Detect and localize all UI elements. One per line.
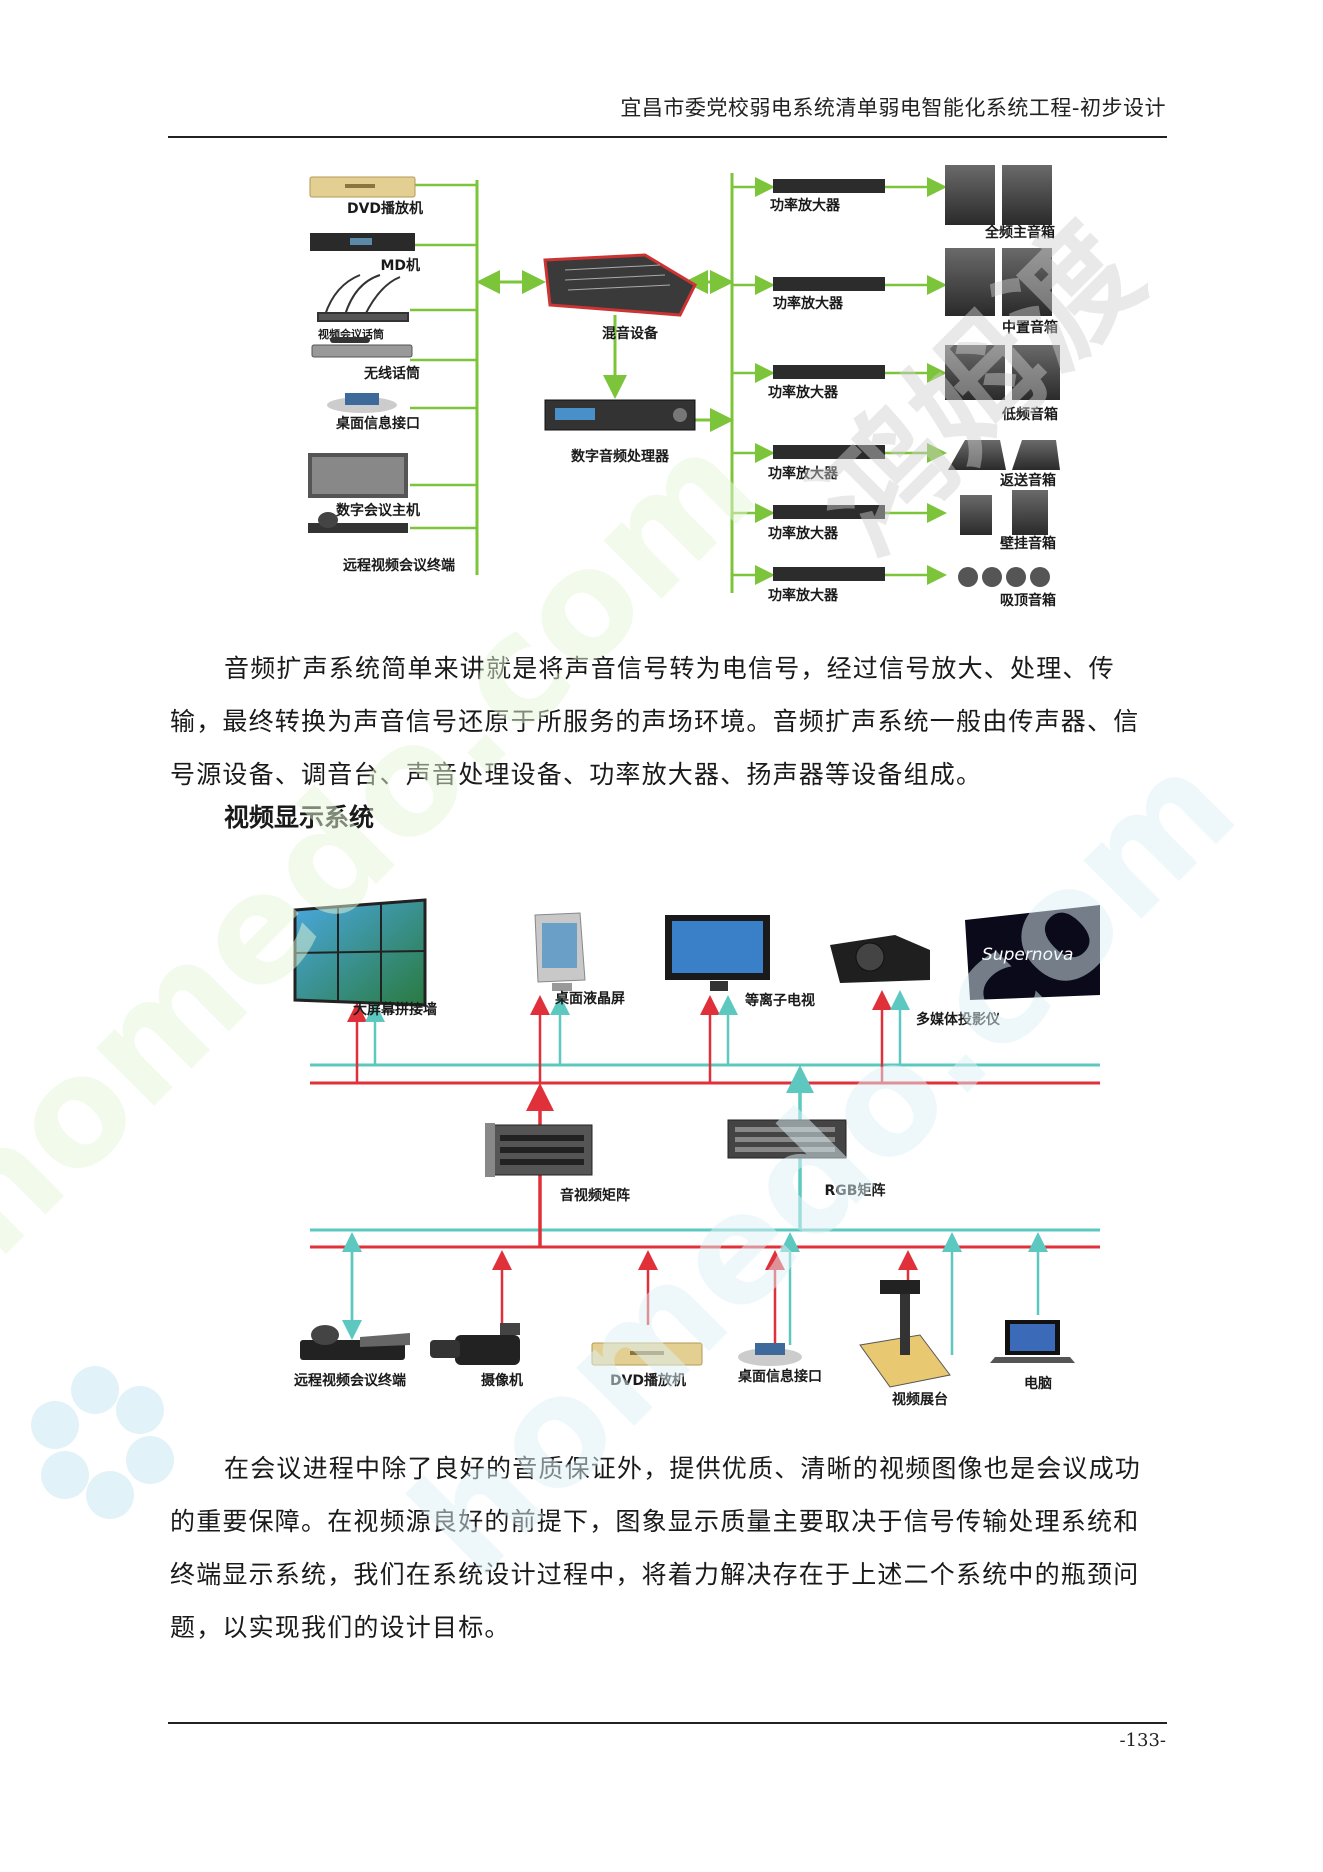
running-header: 宜昌市委党校弱电系统清单弱电智能化系统工程-初步设计 xyxy=(620,96,1166,120)
source-camcorder xyxy=(430,1323,520,1365)
paragraph-line: 输，最终转换为声音信号还原于所服务的声场环境。音频扩声系统一般由传声器、信 xyxy=(170,707,1140,736)
audio-system-diagram: DVD播放机 MD机 视频会议话筒 无线话筒 桌面信息接口 数字会议主机 远程视… xyxy=(308,165,1060,609)
matrix-label-rgb: RGB矩阵 xyxy=(825,1182,886,1199)
processor-label: 数字音频处理器 xyxy=(571,448,670,465)
source-video-terminal xyxy=(308,512,408,533)
source-desktop-interface-video xyxy=(738,1343,802,1366)
source-dvd-player-video xyxy=(591,1342,703,1366)
speaker-label-subwoofer: 低频音箱 xyxy=(1001,406,1058,423)
speaker-monitor xyxy=(948,440,1060,470)
amp-row-6: 功率放大器 xyxy=(732,565,947,604)
display-plasma-tv xyxy=(665,915,770,991)
mixer-device xyxy=(543,253,697,317)
source-dvd-player xyxy=(309,176,416,198)
paragraph-line: 号源设备、调音台、声音处理设备、功率放大器、扬声器等设备组成。 xyxy=(170,760,983,789)
paragraph-line: 的重要保障。在视频源良好的前提下，图象显示质量主要取决于信号传输处理系统和 xyxy=(170,1507,1140,1536)
video-source-label-camcorder: 摄像机 xyxy=(481,1372,523,1389)
speaker-wall-mount xyxy=(960,490,1048,535)
amp-label: 功率放大器 xyxy=(770,197,841,214)
display-label-desktop-lcd: 桌面液晶屏 xyxy=(555,990,625,1007)
source-label-dvd: DVD播放机 xyxy=(347,200,423,217)
section-heading: 视频显示系统 xyxy=(224,803,375,832)
source-conference-mics xyxy=(317,274,409,322)
source-md-player xyxy=(310,233,415,251)
display-label-plasma-tv: 等离子电视 xyxy=(745,992,815,1009)
footer-rule xyxy=(168,1722,1167,1724)
amp-row-2: 功率放大器 xyxy=(732,275,947,312)
source-label-conference-host: 数字会议主机 xyxy=(336,502,420,519)
source-wireless-mic xyxy=(311,337,413,358)
rgb-matrix-device xyxy=(727,1119,847,1159)
paragraph-audio-description: 音频扩声系统简单来讲就是将声音信号转为电信号，经过信号放大、处理、传 输，最终转… xyxy=(170,642,1167,801)
speaker-label-wall-mount: 壁挂音箱 xyxy=(1000,535,1056,552)
paragraph-line: 终端显示系统，我们在系统设计过程中，将着力解决存在于上述二个系统中的瓶颈问 xyxy=(170,1560,1140,1589)
speaker-label-center: 中置音箱 xyxy=(1002,319,1058,336)
digital-audio-processor xyxy=(544,399,696,431)
speaker-ceiling xyxy=(958,567,1050,587)
speaker-subwoofer xyxy=(945,345,1060,400)
video-system-diagram: 大屏幕拼接墙 桌面液晶屏 等离子电视 Supernova 多媒体投影仪 音视频矩… xyxy=(293,898,1100,1408)
display-video-wall xyxy=(293,898,427,1007)
source-desktop-interface xyxy=(327,393,397,413)
amp-row-5: 功率放大器 xyxy=(732,503,947,542)
watermark-flower-icon xyxy=(31,1366,174,1519)
paragraph-line: 在会议进程中除了良好的音质保证外，提供优质、清晰的视频图像也是会议成功 xyxy=(224,1454,1142,1483)
page-number: -133- xyxy=(1119,1730,1166,1751)
source-label-video-terminal: 远程视频会议终端 xyxy=(343,557,455,574)
video-source-label-dvd: DVD播放机 xyxy=(610,1372,686,1389)
amp-label: 功率放大器 xyxy=(768,525,839,542)
video-source-label-terminal: 远程视频会议终端 xyxy=(294,1372,406,1389)
speaker-center xyxy=(945,248,1052,316)
matrix-label-av: 音视频矩阵 xyxy=(560,1187,630,1204)
header-rule xyxy=(168,136,1167,138)
display-desktop-lcd xyxy=(534,912,586,991)
speaker-label-full-range: 全频主音箱 xyxy=(984,224,1055,241)
amp-label: 功率放大器 xyxy=(768,587,839,604)
source-label-md: MD机 xyxy=(380,257,420,274)
display-label-video-wall: 大屏幕拼接墙 xyxy=(353,1001,437,1018)
speaker-label-monitor: 返送音箱 xyxy=(1000,472,1056,489)
source-conference-host xyxy=(308,453,408,498)
source-label-desktop-interface: 桌面信息接口 xyxy=(336,415,420,432)
source-label-wireless-mic: 无线话筒 xyxy=(363,365,420,382)
display-label-projector: 多媒体投影仪 xyxy=(916,1011,1001,1028)
av-matrix-device xyxy=(485,1123,593,1177)
amp-label: 功率放大器 xyxy=(768,465,839,482)
amp-row-3: 功率放大器 xyxy=(732,363,947,401)
video-source-label-computer: 电脑 xyxy=(1024,1375,1052,1392)
projector-screen-text: Supernova xyxy=(982,945,1073,965)
speaker-full-range xyxy=(945,165,1052,225)
paragraph-video-description: 在会议进程中除了良好的音质保证外，提供优质、清晰的视频图像也是会议成功 的重要保… xyxy=(170,1442,1167,1654)
paragraph-line: 题，以实现我们的设计目标。 xyxy=(170,1613,511,1642)
amp-label: 功率放大器 xyxy=(768,384,839,401)
video-source-label-document-camera: 视频展台 xyxy=(892,1391,948,1408)
display-projector: Supernova xyxy=(830,905,1100,1000)
speaker-label-ceiling: 吸顶音箱 xyxy=(1000,592,1056,609)
source-video-conference-terminal xyxy=(300,1325,410,1360)
mixer-label: 混音设备 xyxy=(602,325,659,342)
amp-row-4: 功率放大器 xyxy=(732,443,947,482)
amp-row-1: 功率放大器 xyxy=(732,177,947,214)
source-document-camera xyxy=(859,1280,951,1388)
paragraph-line: 音频扩声系统简单来讲就是将声音信号转为电信号，经过信号放大、处理、传 xyxy=(224,654,1115,683)
amp-label: 功率放大器 xyxy=(773,295,844,312)
source-laptop xyxy=(990,1320,1075,1363)
video-source-label-desktop-interface: 桌面信息接口 xyxy=(738,1368,822,1385)
